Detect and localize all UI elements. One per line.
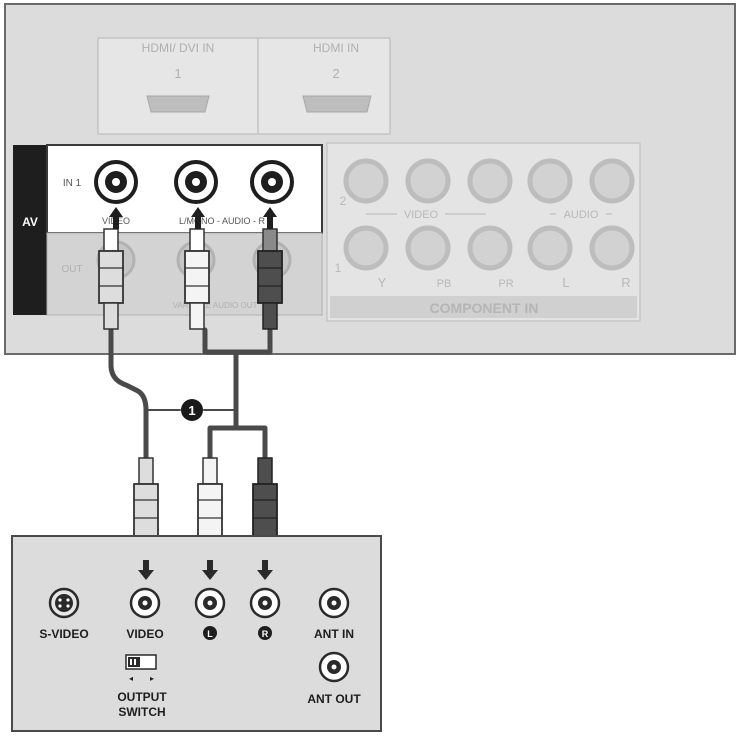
component2-pb-jack[interactable] bbox=[405, 158, 451, 204]
ant-out-label: ANT OUT bbox=[307, 692, 361, 706]
ant-in-jack[interactable] bbox=[318, 587, 350, 619]
component-in-title: COMPONENT IN bbox=[430, 300, 539, 316]
device-audio-right-jack[interactable] bbox=[249, 587, 281, 619]
tv-insert-arrows bbox=[109, 207, 277, 229]
av-out-sublabel: VARIABLE AUDIO OUT bbox=[173, 301, 258, 310]
component2-pr-jack[interactable] bbox=[467, 158, 513, 204]
device-back-panel bbox=[11, 535, 382, 732]
av-side-label: AV bbox=[22, 215, 38, 229]
component-block: 2 1 VIDEO AUDIO Y PB PR L R COMPONENT IN bbox=[326, 142, 641, 322]
hdmi-block: HDMI/ DVI IN 1 HDMI IN 2 bbox=[97, 37, 391, 135]
component-jack-label-r: R bbox=[621, 275, 630, 290]
output-switch[interactable]: ◂ ▸ bbox=[125, 654, 157, 683]
component2-y-jack[interactable] bbox=[343, 158, 389, 204]
arrow-up-audio-right-icon bbox=[263, 207, 277, 229]
device-audio-left-jack[interactable] bbox=[194, 587, 226, 619]
left-channel-badge-icon bbox=[203, 626, 217, 640]
hdmi-port-2[interactable] bbox=[302, 95, 372, 113]
svg-text:▸: ▸ bbox=[150, 674, 154, 683]
component2-r-jack[interactable] bbox=[589, 158, 635, 204]
device-video-label: VIDEO bbox=[126, 627, 163, 641]
component-jack-label-y: Y bbox=[378, 275, 387, 290]
av-in-audio-left-jack[interactable] bbox=[174, 160, 218, 204]
component-jack-label-l: L bbox=[562, 275, 569, 290]
output-switch-label-2: SWITCH bbox=[118, 705, 165, 719]
tv-video-plug bbox=[98, 228, 124, 330]
component1-pr-jack[interactable] bbox=[467, 225, 513, 271]
arrow-down-video-icon bbox=[138, 560, 154, 580]
ant-in-label: ANT IN bbox=[314, 627, 354, 641]
hdmi-port-1-label: HDMI/ DVI IN bbox=[142, 41, 215, 55]
device-right-label: R bbox=[262, 629, 269, 639]
tv-audio-right-plug bbox=[257, 228, 283, 330]
av-audio-label: L/MONO - AUDIO - R bbox=[179, 216, 266, 226]
arrow-down-audio-left-icon bbox=[202, 560, 218, 580]
device-insert-arrows bbox=[138, 560, 273, 580]
component1-r-jack[interactable] bbox=[589, 225, 635, 271]
device-left-label: L bbox=[207, 629, 213, 639]
arrow-up-video-icon bbox=[109, 207, 123, 229]
svideo-jack[interactable] bbox=[48, 587, 80, 619]
output-switch-label-1: OUTPUT bbox=[117, 690, 167, 704]
hdmi-port-1-number: 1 bbox=[174, 66, 181, 81]
component2-l-jack[interactable] bbox=[527, 158, 573, 204]
av-in-audio-right-jack[interactable] bbox=[250, 160, 294, 204]
hdmi-port-2-number: 2 bbox=[332, 66, 339, 81]
component-jack-label-pb: PB bbox=[437, 278, 452, 290]
component1-l-jack[interactable] bbox=[527, 225, 573, 271]
tv-audio-left-plug bbox=[184, 228, 210, 330]
step-callout-1: 1 bbox=[181, 399, 203, 421]
component-audio-label: AUDIO bbox=[564, 209, 599, 221]
av-in-video-jack[interactable] bbox=[94, 160, 138, 204]
svg-text:◂: ◂ bbox=[129, 674, 133, 683]
component-row2-label: 2 bbox=[340, 194, 347, 208]
callout-number: 1 bbox=[188, 403, 195, 418]
av-out-label: OUT bbox=[61, 264, 82, 275]
component1-y-jack[interactable] bbox=[343, 225, 389, 271]
device-video-jack[interactable] bbox=[129, 587, 161, 619]
component1-pb-jack[interactable] bbox=[405, 225, 451, 271]
component-jack-label-pr: PR bbox=[498, 278, 513, 290]
av-in-label: IN 1 bbox=[63, 178, 82, 189]
svideo-label: S-VIDEO bbox=[39, 627, 88, 641]
ant-out-jack[interactable] bbox=[318, 651, 350, 683]
hdmi-port-1[interactable] bbox=[146, 95, 210, 113]
arrow-down-audio-right-icon bbox=[257, 560, 273, 580]
hdmi-port-2-label: HDMI IN bbox=[313, 41, 359, 55]
arrow-up-audio-left-icon bbox=[191, 207, 205, 229]
component-row1-label: 1 bbox=[335, 261, 342, 275]
right-channel-badge-icon bbox=[258, 626, 272, 640]
cable-bundle bbox=[108, 327, 273, 463]
component-video-label: VIDEO bbox=[404, 209, 439, 221]
